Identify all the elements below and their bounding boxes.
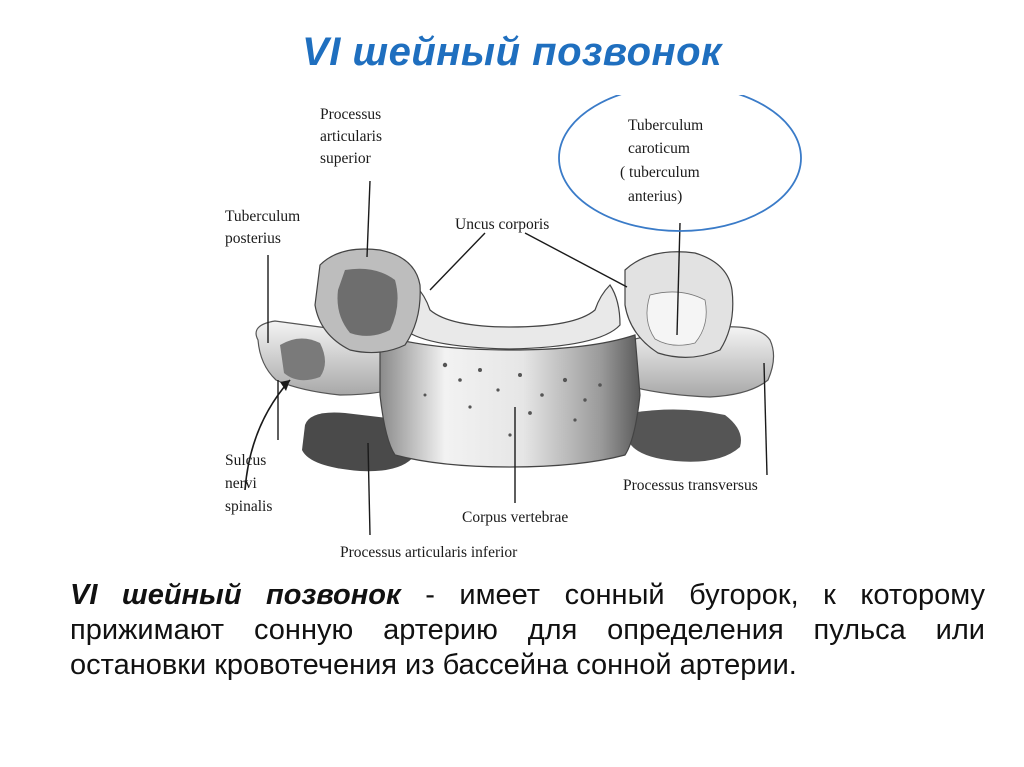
slide-title: VI шейный позвонок [302,30,722,74]
vertebral-body [379,334,641,468]
upper-body-surface [401,284,621,350]
label-proc-transv: Processus transversus [623,477,758,494]
label-proc-art-sup-1: Processus [320,106,381,123]
caption-paragraph: VI шейный позвонок - имеет сонный бугоро… [70,578,985,683]
label-tub-car-2: caroticum [628,140,690,157]
label-sulcus-1: Sulcus [225,452,266,469]
label-corpus: Corpus vertebrae [462,509,568,526]
vertebra-figure: Processus articularis superior Tuberculu… [180,95,860,570]
label-uncus: Uncus corporis [455,216,549,233]
label-proc-art-sup-2: articularis [320,128,382,145]
leader-lines [267,180,768,536]
label-proc-art-inf: Processus articularis inferior [340,544,518,561]
right-inferior-process [628,409,741,462]
label-proc-art-sup-3: superior [320,150,372,167]
label-sulcus-3: spinalis [225,498,272,515]
vertebra-illustration: Processus articularis superior Tuberculu… [225,95,802,561]
caption-term: VI шейный позвонок [70,579,401,611]
label-tub-car-4: anterius) [628,188,682,205]
label-tub-post-2: posterius [225,230,281,247]
body-pits [423,362,602,437]
label-sulcus-2: nervi [225,475,258,492]
label-tub-car-3: ( tuberculum [620,164,700,181]
highlight-ellipse [558,95,802,232]
label-tub-post-1: Tuberculum [225,208,300,225]
label-tub-car-1: Tuberculum [628,117,703,134]
sulcus-arrow [244,379,291,491]
caption-text: - имеет сонный бугорок, к которому прижи… [70,579,985,681]
